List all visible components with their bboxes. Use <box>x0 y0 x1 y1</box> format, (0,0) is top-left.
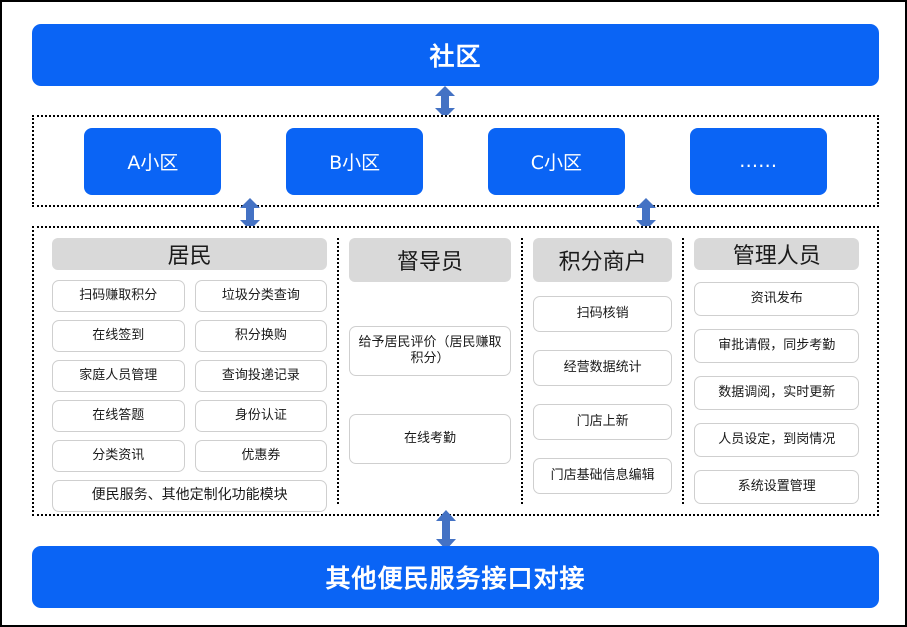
role-column-merchant: 积分商户 扫码核销 经营数据统计 门店上新 门店基础信息编辑 <box>523 238 685 504</box>
estate-chip-more[interactable]: …… <box>689 127 827 195</box>
role-item[interactable]: 家庭人员管理 <box>52 360 185 392</box>
role-item[interactable]: 在线答题 <box>52 400 185 432</box>
role-items-merchant: 扫码核销 经营数据统计 门店上新 门店基础信息编辑 <box>532 292 673 504</box>
role-title-admin: 管理人员 <box>694 238 859 270</box>
role-item[interactable]: 扫码赚取积分 <box>52 280 185 312</box>
role-item[interactable]: 扫码核销 <box>532 296 673 332</box>
role-item[interactable]: 查询投递记录 <box>194 360 328 392</box>
role-item[interactable]: 审批请假，同步考勤 <box>694 329 859 363</box>
connector-estates-to-merchant-icon <box>635 198 657 230</box>
role-column-admin: 管理人员 资讯发布 审批请假，同步考勤 数据调阅，实时更新 人员设定，到岗情况 … <box>684 238 869 504</box>
role-item[interactable]: 门店基础信息编辑 <box>532 458 673 494</box>
role-items-supervisor: 给予居民评价（居民赚取积分） 在线考勤 <box>349 292 511 504</box>
role-column-residents: 居民 扫码赚取积分 垃圾分类查询 在线签到 积分换购 家庭人员管理 查询投递记录… <box>42 238 340 512</box>
services-banner: 其他便民服务接口对接 <box>32 546 879 608</box>
connector-community-to-estates-icon <box>434 86 456 118</box>
role-item[interactable]: 身份认证 <box>194 400 328 432</box>
role-item-wide[interactable]: 便民服务、其他定制化功能模块 <box>52 480 328 512</box>
role-item[interactable]: 在线签到 <box>52 320 185 352</box>
role-item[interactable]: 经营数据统计 <box>532 350 673 386</box>
role-item[interactable]: 系统设置管理 <box>694 470 859 504</box>
estate-chip-c[interactable]: C小区 <box>487 127 625 195</box>
role-title-merchant: 积分商户 <box>532 238 673 282</box>
estates-container: A小区 B小区 C小区 …… <box>32 115 879 207</box>
role-item[interactable]: 资讯发布 <box>694 282 859 316</box>
roles-container: 居民 扫码赚取积分 垃圾分类查询 在线签到 积分换购 家庭人员管理 查询投递记录… <box>32 226 879 516</box>
connector-roles-to-services-icon <box>435 510 457 550</box>
estate-chip-b[interactable]: B小区 <box>286 127 424 195</box>
role-item[interactable]: 在线考勤 <box>349 414 511 464</box>
role-item[interactable]: 分类资讯 <box>52 440 185 472</box>
community-banner: 社区 <box>32 24 879 86</box>
role-item[interactable]: 人员设定，到岗情况 <box>694 423 859 457</box>
role-item[interactable]: 优惠券 <box>194 440 328 472</box>
role-item[interactable]: 数据调阅，实时更新 <box>694 376 859 410</box>
role-title-residents: 居民 <box>52 238 328 270</box>
role-items-admin: 资讯发布 审批请假，同步考勤 数据调阅，实时更新 人员设定，到岗情况 系统设置管… <box>694 280 859 504</box>
role-title-supervisor: 督导员 <box>349 238 511 282</box>
estate-chip-c-label: C小区 <box>530 151 583 174</box>
estate-chip-a-label: A小区 <box>127 151 179 174</box>
estate-chip-more-label: …… <box>739 150 778 172</box>
role-items-residents: 扫码赚取积分 垃圾分类查询 在线签到 积分换购 家庭人员管理 查询投递记录 在线… <box>52 280 328 512</box>
services-banner-label: 其他便民服务接口对接 <box>325 564 586 593</box>
estate-chip-a[interactable]: A小区 <box>84 127 222 195</box>
role-item[interactable]: 积分换购 <box>194 320 328 352</box>
estate-chip-b-label: B小区 <box>329 151 381 174</box>
community-banner-label: 社区 <box>429 42 482 71</box>
role-item[interactable]: 给予居民评价（居民赚取积分） <box>349 326 511 376</box>
connector-estates-to-residents-icon <box>239 198 261 230</box>
role-column-supervisor: 督导员 给予居民评价（居民赚取积分） 在线考勤 <box>339 238 523 504</box>
role-item[interactable]: 垃圾分类查询 <box>194 280 328 312</box>
role-item[interactable]: 门店上新 <box>532 404 673 440</box>
